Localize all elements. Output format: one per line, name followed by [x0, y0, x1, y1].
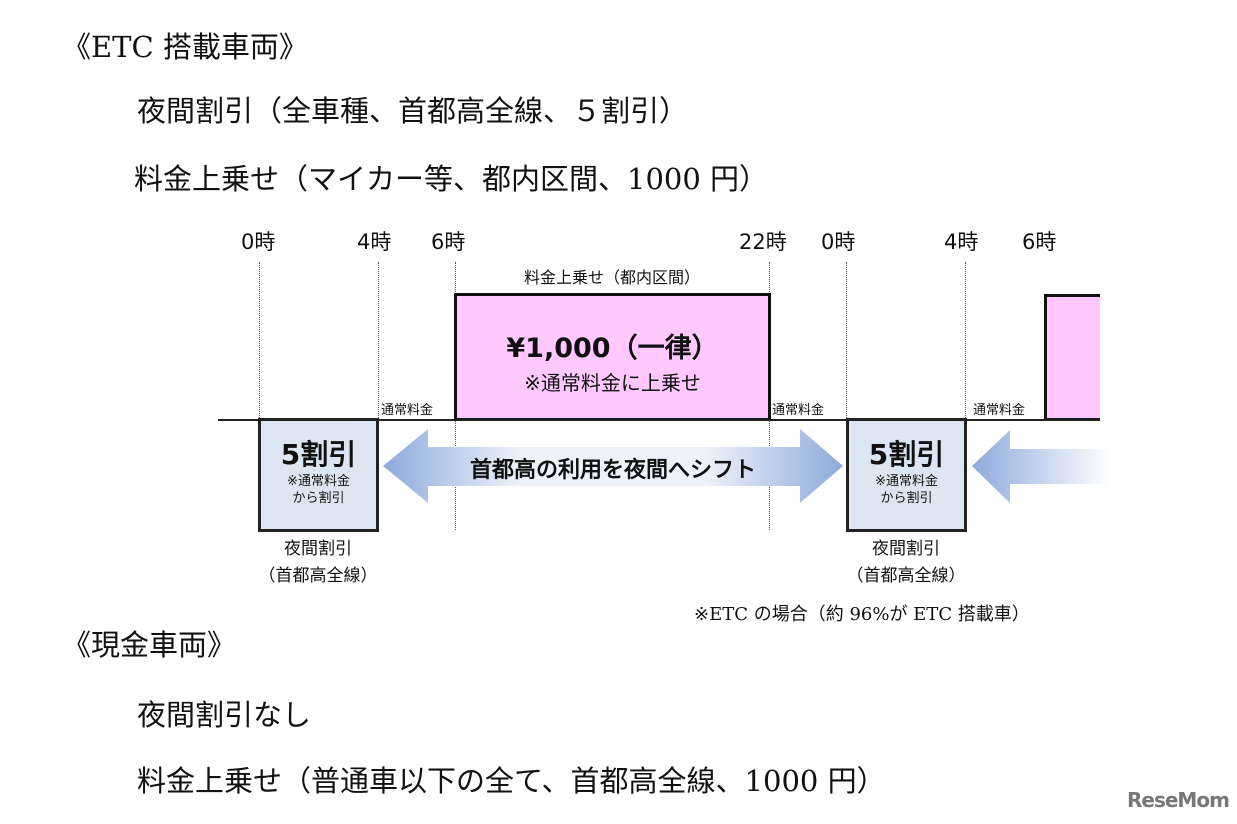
left-arrow-icon: [972, 430, 1110, 503]
discount-caption: 夜間割引 （首都高全線）: [228, 536, 408, 590]
discount-note: から割引: [880, 491, 933, 506]
etc-line-surcharge: 料金上乗せ（マイカー等、都内区間、1000 円）: [134, 162, 769, 196]
cash-line-surcharge: 料金上乗せ（普通車以下の全て、首都高全線、1000 円）: [137, 764, 886, 798]
tick-label: 6時: [431, 230, 466, 254]
discount-caption-line: （首都高全線）: [846, 566, 966, 586]
discount-caption: 夜間割引 （首都高全線）: [816, 536, 996, 590]
tick-label: 4時: [357, 230, 392, 254]
surcharge-box: ¥1,000（一律） ※通常料金に上乗せ: [454, 293, 771, 421]
shift-arrow-text: 首都高の利用を夜間へシフト: [469, 458, 756, 483]
tick-label: 0時: [241, 230, 276, 254]
discount-note: ※通常料金: [287, 474, 350, 489]
resemom-logo: ReseMom: [1127, 788, 1230, 812]
night-discount-box: 5割引 ※通常料金 から割引: [846, 418, 967, 532]
etc-line-night-discount: 夜間割引（全車種、首都高全線、５割引）: [137, 94, 689, 128]
night-discount-box: 5割引 ※通常料金 から割引: [258, 418, 379, 532]
etc-heading: 《ETC 搭載車両》: [62, 30, 308, 64]
tick-label: 4時: [944, 230, 979, 254]
surcharge-box-next: [1044, 294, 1100, 421]
discount-note: ※通常料金: [875, 474, 938, 489]
cash-line-no-discount: 夜間割引なし: [137, 698, 312, 732]
baseline: [218, 419, 1100, 421]
tick-label: 0時: [821, 230, 856, 254]
discount-title: 5割引: [280, 438, 357, 471]
surcharge-label: 料金上乗せ（都内区間）: [523, 268, 700, 287]
surcharge-amount: ¥1,000（一律）: [506, 333, 719, 364]
tick-label: 22時: [739, 230, 787, 254]
discount-caption-line: 夜間割引: [284, 539, 352, 559]
discount-title: 5割引: [868, 438, 945, 471]
discount-note: から割引: [292, 491, 345, 506]
etc-share-note: ※ETC の場合（約 96%が ETC 搭載車）: [694, 604, 1030, 625]
time-gridline: [965, 262, 966, 530]
normal-fare-label: 通常料金: [381, 403, 434, 418]
discount-caption-line: 夜間割引: [872, 539, 940, 559]
tick-label: 6時: [1022, 230, 1057, 254]
cash-heading: 《現金車両》: [62, 628, 237, 662]
time-gridline: [259, 262, 260, 530]
normal-fare-label: 通常料金: [973, 403, 1026, 418]
double-arrow-icon: [383, 429, 843, 503]
discount-caption-line: （首都高全線）: [258, 566, 378, 586]
surcharge-note: ※通常料金に上乗せ: [524, 371, 701, 395]
time-gridline: [846, 262, 847, 530]
normal-fare-label: 通常料金: [772, 403, 825, 418]
time-gridline: [378, 262, 379, 530]
